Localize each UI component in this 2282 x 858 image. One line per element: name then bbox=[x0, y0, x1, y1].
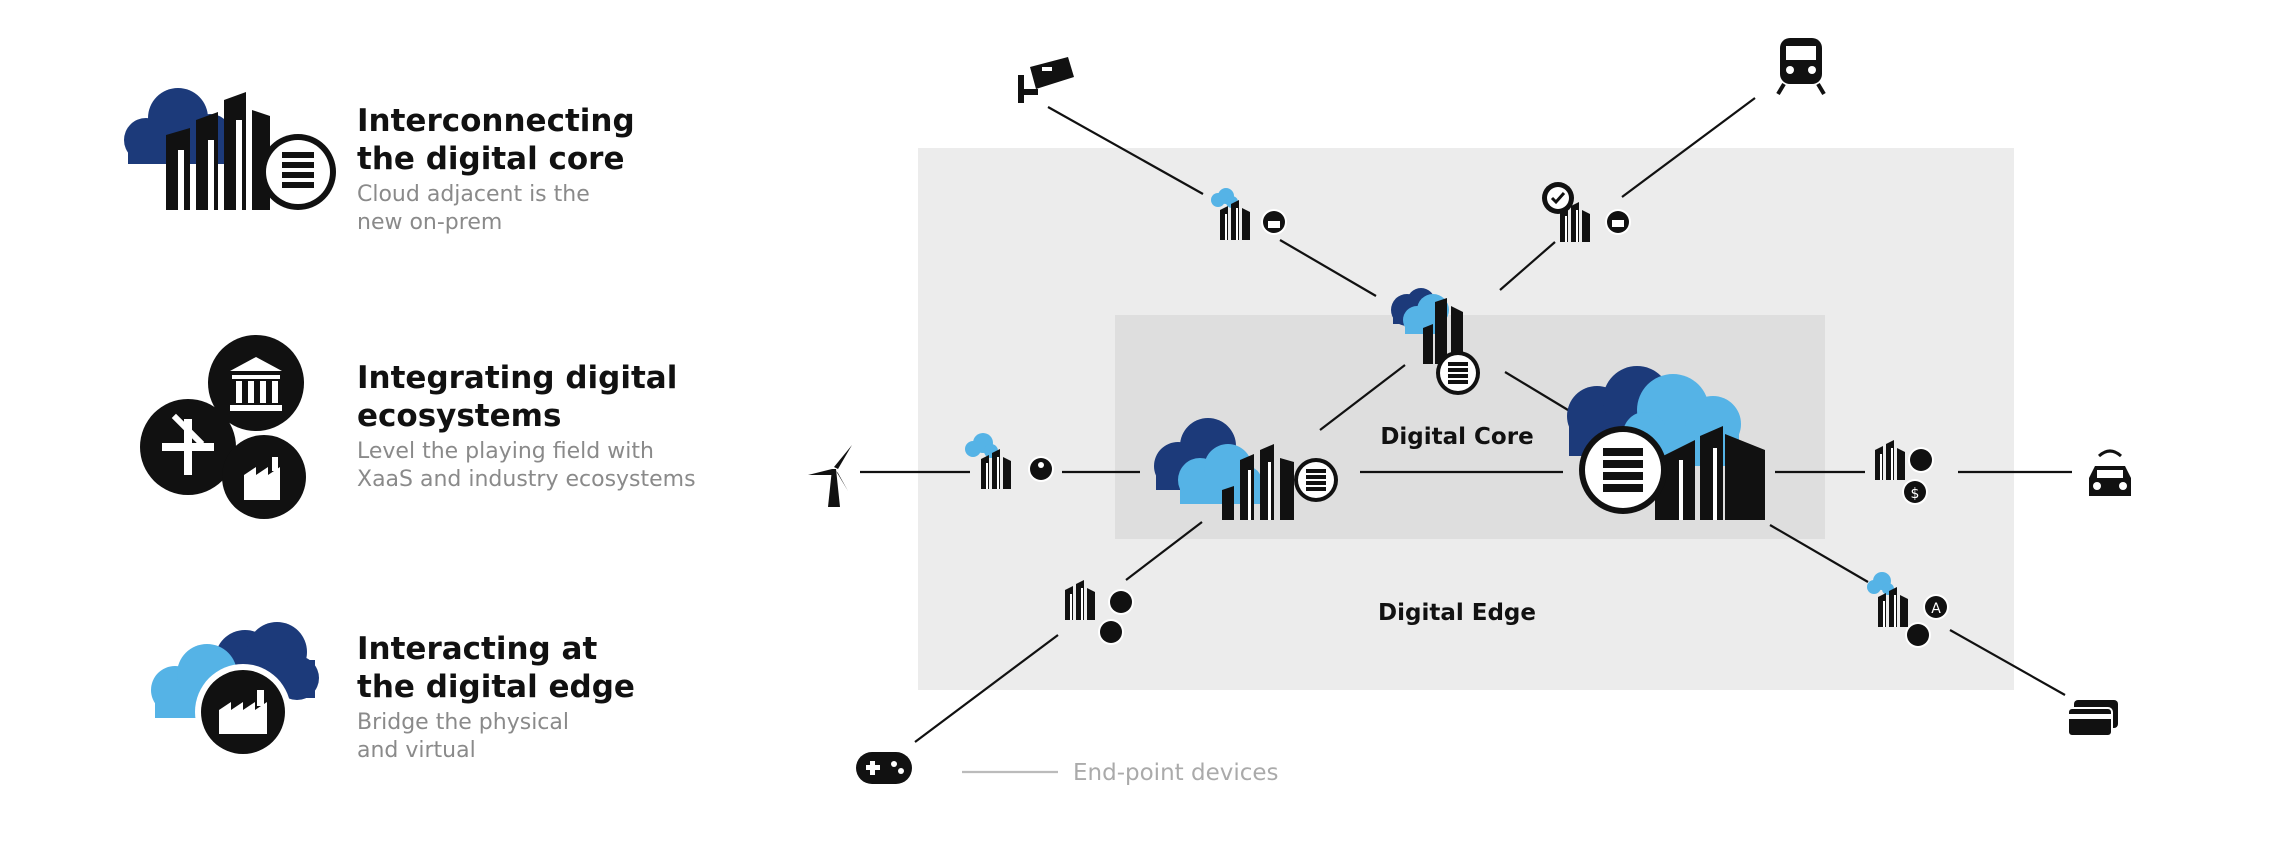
train-icon bbox=[1776, 38, 1826, 96]
gamepad-icon bbox=[856, 752, 912, 784]
cloud-datacenter-icon bbox=[124, 88, 336, 210]
endpoint-devices-label: End-point devices bbox=[1073, 760, 1279, 786]
edge-node-right: $ bbox=[1875, 440, 1934, 505]
svg-text:$: $ bbox=[1911, 486, 1920, 502]
legend-edge-subtitle: Bridge the physical and virtual bbox=[357, 709, 737, 765]
edge-node-bottom-right: A bbox=[1867, 572, 1949, 648]
car-icon bbox=[2089, 449, 2131, 496]
camera-icon bbox=[1018, 57, 1074, 103]
legend-item-ecosystems: Integrating digital ecosystems Level the… bbox=[0, 335, 720, 525]
legend-core-title-line2: the digital core bbox=[357, 141, 625, 177]
edge-node-top-left bbox=[1211, 188, 1287, 240]
legend-eco-title-line1: Integrating digital bbox=[357, 360, 678, 396]
legend-edge-sub-line1: Bridge the physical bbox=[357, 710, 569, 735]
legend-edge-title-line2: the digital edge bbox=[357, 669, 635, 705]
edge-node-left bbox=[965, 433, 1054, 489]
legend-eco-title-line2: ecosystems bbox=[357, 398, 562, 434]
core-node-top bbox=[1391, 288, 1480, 395]
core-node-right bbox=[1567, 366, 1765, 520]
legend-core-subtitle: Cloud adjacent is the new on-prem bbox=[357, 181, 737, 237]
core-node-left bbox=[1154, 418, 1338, 520]
legend-core-sub-line1: Cloud adjacent is the bbox=[357, 182, 590, 207]
credit-card-icon bbox=[2067, 700, 2118, 737]
digital-edge-label: Digital Edge bbox=[1378, 600, 1536, 626]
ecosystems-icon bbox=[140, 335, 306, 519]
wind-turbine-icon bbox=[808, 445, 852, 507]
legend-eco-sub-line2: XaaS and industry ecosystems bbox=[357, 467, 696, 492]
svg-text:A: A bbox=[1931, 601, 1941, 617]
legend-item-edge: Interacting at the digital edge Bridge t… bbox=[0, 620, 720, 780]
legend-core-title: Interconnecting the digital core bbox=[357, 102, 737, 178]
legend-eco-sub-line1: Level the playing field with bbox=[357, 439, 654, 464]
legend-edge-title: Interacting at the digital edge bbox=[357, 630, 737, 706]
legend-eco-subtitle: Level the playing field with XaaS and in… bbox=[357, 438, 737, 494]
legend-eco-title: Integrating digital ecosystems bbox=[357, 359, 737, 435]
legend-edge-title-line1: Interacting at bbox=[357, 631, 598, 667]
digital-core-label: Digital Core bbox=[1380, 424, 1533, 450]
legend-item-core: Interconnecting the digital core Cloud a… bbox=[0, 80, 720, 240]
legend-core-title-line1: Interconnecting bbox=[357, 103, 635, 139]
legend-core-sub-line2: new on-prem bbox=[357, 210, 503, 235]
cloud-factory-icon bbox=[151, 622, 319, 760]
edge-node-top-right bbox=[1542, 182, 1631, 242]
legend-edge-sub-line2: and virtual bbox=[357, 738, 476, 763]
connection-lines bbox=[860, 97, 2072, 774]
